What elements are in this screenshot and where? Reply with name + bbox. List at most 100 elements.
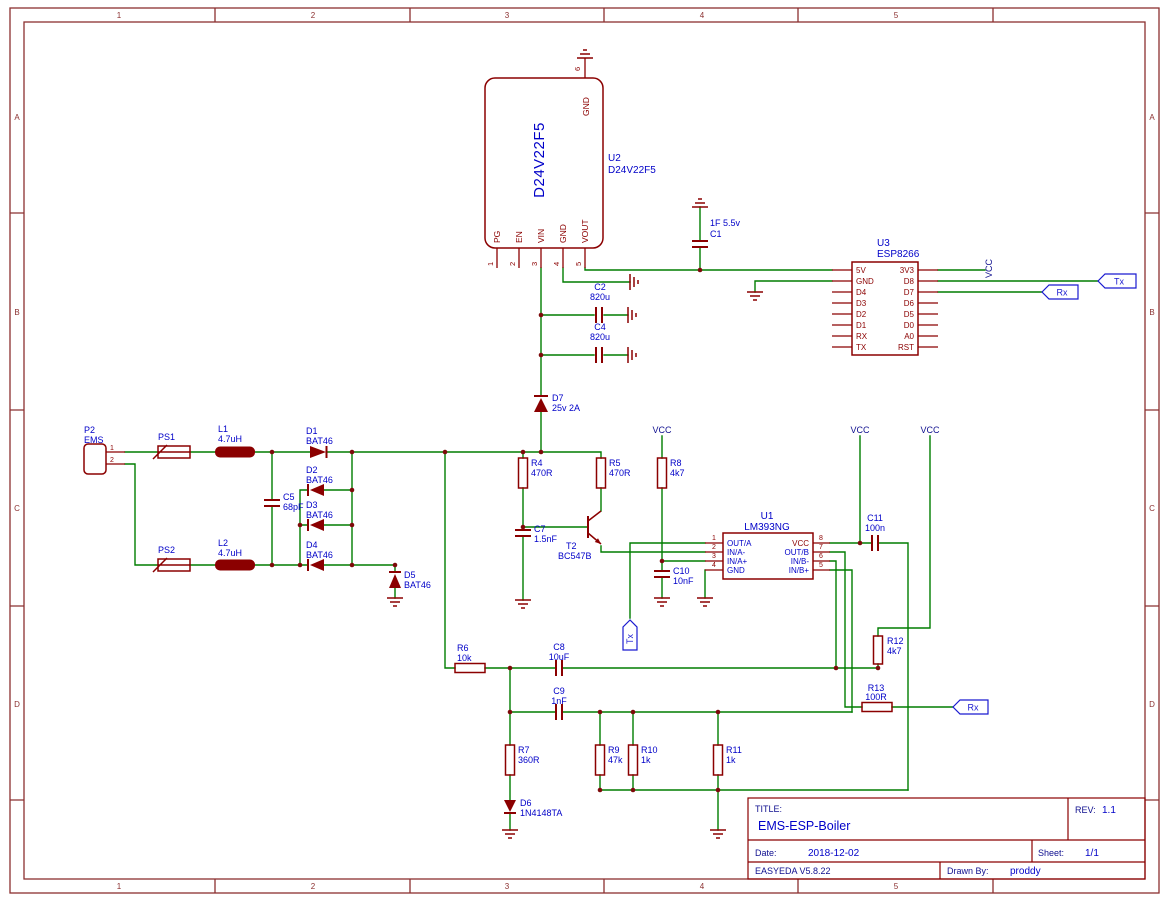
netport-tx-esp[interactable]: Tx bbox=[1097, 273, 1137, 289]
component-c4-cap[interactable]: C4 820u bbox=[590, 322, 610, 363]
gnd-symbol[interactable] bbox=[576, 49, 594, 59]
sheet-label: Sheet: bbox=[1038, 848, 1064, 858]
power-labels[interactable]: VCC VCC VCC VCC bbox=[652, 258, 994, 435]
r7-ref: R7 bbox=[518, 745, 530, 755]
sheet-value[interactable]: 1/1 bbox=[1085, 848, 1099, 859]
component-t2-transistor[interactable]: T2 BC547B bbox=[558, 510, 602, 561]
frame-col-label: 1 bbox=[117, 882, 122, 891]
frame-row-label: C bbox=[1149, 504, 1155, 513]
u3-pin-name: A0 bbox=[904, 332, 914, 341]
d3-value: BAT46 bbox=[306, 510, 333, 520]
vcc-label[interactable]: VCC bbox=[652, 425, 672, 435]
component-r8-resistor[interactable]: R8 4k7 bbox=[656, 457, 685, 489]
vcc-label[interactable]: VCC bbox=[850, 425, 870, 435]
component-ps2-fuse[interactable]: PS2 bbox=[152, 545, 191, 573]
component-r4-resistor[interactable]: R4 470R bbox=[517, 457, 554, 489]
gnd-symbol[interactable] bbox=[627, 306, 637, 324]
component-c2-cap[interactable]: C2 820u bbox=[590, 282, 610, 323]
u1-pin-number: 7 bbox=[819, 544, 823, 551]
component-r11-resistor[interactable]: R11 1k bbox=[712, 744, 742, 776]
component-r7-resistor[interactable]: R7 360R bbox=[504, 744, 541, 776]
u2-top-pin-name: GND bbox=[581, 97, 591, 116]
u2-pin-name: EN bbox=[514, 231, 524, 243]
component-d5-diode[interactable]: D5 BAT46 bbox=[389, 570, 431, 590]
frame-row-label: B bbox=[14, 308, 19, 317]
u3-pin-name: D6 bbox=[904, 299, 915, 308]
frame-row-label: C bbox=[14, 504, 20, 513]
gnd-symbol[interactable] bbox=[709, 829, 727, 839]
vcc-label[interactable]: VCC bbox=[920, 425, 940, 435]
p2-pin-number: 1 bbox=[110, 445, 114, 452]
component-r10-resistor[interactable]: R10 1k bbox=[627, 744, 658, 776]
r12-value: 4k7 bbox=[887, 646, 902, 656]
gnd-symbol[interactable] bbox=[629, 273, 639, 291]
frame-row-label: A bbox=[1149, 113, 1155, 122]
frame-row-label: D bbox=[1149, 700, 1155, 709]
component-l1-inductor[interactable]: L1 4.7uH bbox=[215, 424, 255, 458]
component-u1-lm393[interactable]: U1 LM393NG 1 2 3 4 8 7 6 5 OUT/A IN/A- I… bbox=[705, 511, 830, 580]
vcc-label[interactable]: VCC bbox=[984, 258, 994, 278]
gnd-symbol[interactable] bbox=[691, 198, 709, 208]
component-c7-cap[interactable]: C7 1.5nF bbox=[515, 524, 558, 544]
component-r9-resistor[interactable]: R9 47k bbox=[594, 744, 624, 776]
d5-ref: D5 bbox=[404, 570, 416, 580]
component-c1-supercap[interactable]: 1F 5.5v C1 bbox=[692, 218, 741, 248]
r13-value: 100R bbox=[865, 692, 887, 702]
date-value[interactable]: 2018-12-02 bbox=[808, 848, 860, 859]
u3-pin-name: D8 bbox=[904, 277, 915, 286]
c5-value: 68pF bbox=[283, 502, 304, 512]
component-c8-cap[interactable]: C8 10uF bbox=[549, 642, 570, 676]
gnd-symbol[interactable] bbox=[627, 346, 637, 364]
drawn-by-label: Drawn By: bbox=[947, 866, 989, 876]
gnd-symbol[interactable] bbox=[386, 597, 404, 607]
l1-value: 4.7uH bbox=[218, 434, 242, 444]
title-label: TITLE: bbox=[755, 804, 782, 814]
title-block: TITLE: EMS-ESP-Boiler REV: 1.1 Date: 201… bbox=[747, 797, 1146, 880]
component-c10-cap[interactable]: C10 10nF bbox=[654, 566, 694, 586]
c10-ref: C10 bbox=[673, 566, 690, 576]
gnd-symbol[interactable] bbox=[653, 597, 671, 607]
component-c11-cap[interactable]: C11 100n bbox=[865, 513, 885, 551]
gnd-symbol[interactable] bbox=[501, 829, 519, 839]
component-d1-diode[interactable]: D1 BAT46 bbox=[306, 426, 333, 458]
u2-pin-name: PG bbox=[492, 231, 502, 243]
component-u2-regulator[interactable]: D24V22F5 U2 D24V22F5 1 2 3 4 5 PG EN VIN… bbox=[484, 58, 656, 268]
u3-ref: U3 bbox=[877, 238, 890, 249]
component-r5-resistor[interactable]: R5 470R bbox=[595, 457, 632, 489]
schematic-title[interactable]: EMS-ESP-Boiler bbox=[758, 819, 850, 833]
gnd-symbol[interactable] bbox=[514, 599, 532, 609]
component-ps1-fuse[interactable]: PS1 bbox=[152, 432, 191, 460]
rev-value[interactable]: 1.1 bbox=[1102, 805, 1116, 816]
r8-value: 4k7 bbox=[670, 468, 685, 478]
t2-value: BC547B bbox=[558, 551, 592, 561]
component-d4-diode[interactable]: D4 BAT46 bbox=[306, 540, 333, 571]
c1-value: 1F 5.5v bbox=[710, 218, 741, 228]
component-d6-diode[interactable]: D6 1N4148TA bbox=[504, 798, 562, 818]
netport-tx-comparator[interactable]: Tx bbox=[622, 619, 638, 651]
component-r6-resistor[interactable]: R6 10k bbox=[454, 643, 486, 674]
gnd-symbol[interactable] bbox=[746, 291, 764, 301]
component-d3-diode[interactable]: D3 BAT46 bbox=[306, 500, 333, 531]
component-d7-zener[interactable]: D7 25v 2A bbox=[534, 393, 580, 413]
c8-ref: C8 bbox=[553, 642, 565, 652]
d4-ref: D4 bbox=[306, 540, 318, 550]
netport-rx-bottom[interactable]: Rx bbox=[952, 699, 989, 715]
gnd-symbol[interactable] bbox=[696, 597, 714, 607]
component-r13-resistor[interactable]: R13 100R bbox=[861, 683, 893, 713]
component-r12-resistor[interactable]: R12 4k7 bbox=[872, 635, 904, 665]
component-d2-diode[interactable]: D2 BAT46 bbox=[306, 465, 333, 496]
component-l2-inductor[interactable]: L2 4.7uH bbox=[215, 538, 255, 571]
rev-label: REV: bbox=[1075, 805, 1096, 815]
drawn-by-value[interactable]: proddy bbox=[1010, 866, 1041, 877]
ps1-ref: PS1 bbox=[158, 432, 175, 442]
component-p2-ems-connector[interactable]: P2 EMS 1 2 bbox=[83, 425, 125, 475]
netport-rx-esp[interactable]: Rx bbox=[1041, 284, 1079, 300]
u2-pin-number: 4 bbox=[552, 262, 561, 266]
component-c9-cap[interactable]: C9 1nF bbox=[551, 686, 567, 720]
component-c5-cap[interactable]: C5 68pF bbox=[264, 492, 304, 512]
r10-value: 1k bbox=[641, 755, 651, 765]
component-u3-esp8266[interactable]: U3 ESP8266 5V GND D4 D3 D2 D1 RX TX 3V3 … bbox=[832, 238, 938, 356]
ground-symbols[interactable] bbox=[386, 49, 764, 839]
r9-ref: R9 bbox=[608, 745, 620, 755]
schematic-wires[interactable] bbox=[124, 206, 1099, 831]
